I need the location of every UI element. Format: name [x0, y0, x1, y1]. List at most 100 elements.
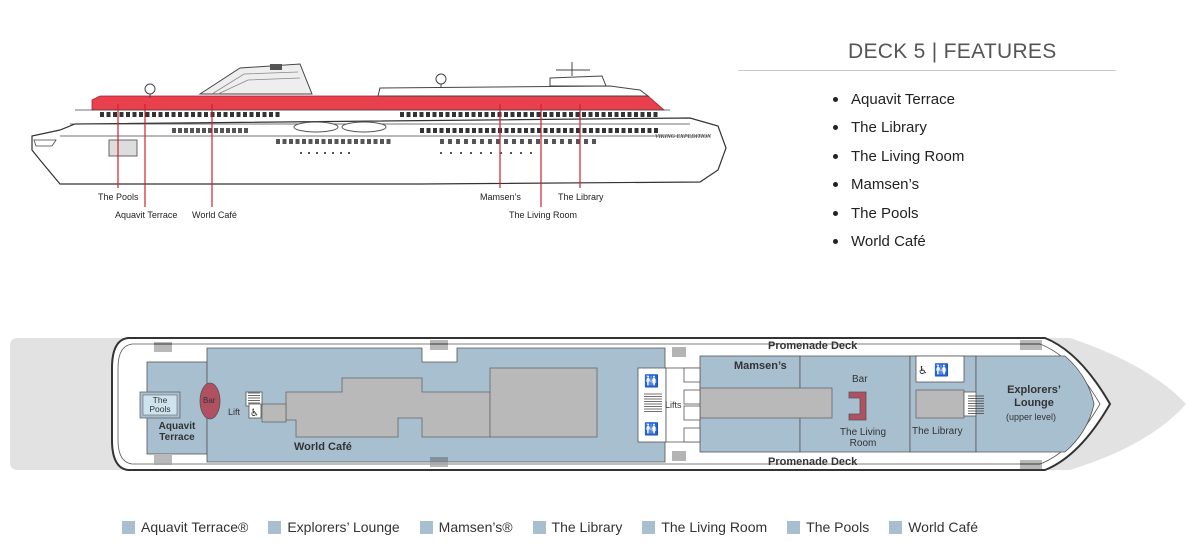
title-divider [738, 70, 1116, 71]
ship-window [106, 112, 111, 117]
feature-item: World Café [833, 228, 964, 256]
ship-window [608, 112, 612, 117]
label-explorers-note: (upper level) [1006, 412, 1057, 422]
ship-window [491, 112, 495, 117]
ship-window [184, 128, 188, 133]
callout-aquavit: Aquavit Terrace [115, 210, 178, 220]
ship-window [647, 112, 651, 117]
legend-swatch [787, 520, 801, 534]
ship-window [543, 128, 548, 133]
ship-window [589, 128, 593, 133]
ship-window [315, 139, 319, 144]
ship-window [528, 139, 532, 144]
ship-window [373, 139, 378, 144]
ship-window [244, 128, 248, 133]
ship-window [332, 152, 334, 154]
legend-label: Aquavit Terrace® [141, 519, 249, 535]
ship-funnel [198, 63, 313, 95]
ship-window [621, 128, 626, 133]
legend: Aquavit Terrace® Explorers’ Lounge Mamse… [122, 519, 978, 535]
ship-window [563, 128, 567, 133]
ship-window [640, 112, 645, 117]
ship-window [544, 139, 548, 144]
ship-window [575, 112, 580, 117]
ship-window [440, 139, 444, 144]
ship-window [478, 128, 483, 133]
radar-right [435, 73, 447, 85]
ship-window [627, 112, 632, 117]
ship-window [592, 139, 596, 144]
ship-window [119, 112, 124, 117]
ship-window [628, 128, 632, 133]
ship-window [576, 128, 580, 133]
ship-window [601, 112, 606, 117]
legend-item: Aquavit Terrace® [122, 519, 248, 535]
label-promenade-top: Promenade Deck [768, 340, 858, 352]
ship-window [419, 112, 424, 117]
legend-item: World Café [889, 519, 978, 535]
legend-item: The Pools [787, 519, 869, 535]
legend-label: The Library [551, 519, 623, 535]
ship-window [621, 112, 625, 117]
ship-windows [100, 112, 658, 154]
ship-window [647, 128, 652, 133]
ship-window [202, 128, 206, 133]
ship-window [452, 112, 456, 117]
ship-window [152, 112, 156, 117]
ship-window [470, 152, 472, 154]
ship-window [490, 152, 492, 154]
ship-window [464, 139, 468, 144]
ship-window [614, 112, 619, 117]
ship-window [465, 112, 469, 117]
page-title: DECK 5 | FEATURES [848, 40, 1057, 63]
ship-window [232, 128, 236, 133]
legend-item: The Library [532, 519, 623, 535]
ship-window [208, 128, 212, 133]
label-bar-circle: Bar [203, 396, 216, 405]
ship-window [324, 152, 326, 154]
ship-window [439, 128, 444, 133]
ship-window [132, 112, 137, 117]
legend-item: The Living Room [642, 519, 767, 535]
legend-label: The Living Room [661, 519, 768, 535]
ship-window [348, 152, 350, 154]
ship-window [433, 128, 437, 133]
ship-window [517, 128, 522, 133]
callout-livingroom: The Living Room [509, 210, 578, 220]
feature-item: Aquavit Terrace [833, 86, 964, 114]
ship-window [275, 112, 280, 117]
legend-swatch [419, 520, 433, 534]
ship-window [595, 128, 600, 133]
ship-window [289, 139, 293, 144]
ship-window [484, 112, 489, 117]
ship-window [220, 128, 224, 133]
ship-window [236, 112, 241, 117]
ship-window [456, 139, 460, 144]
ship-window [243, 112, 247, 117]
ship-window [171, 112, 176, 117]
ship-window [504, 128, 509, 133]
ship-window [190, 128, 194, 133]
ship-window [537, 128, 541, 133]
ship-window [595, 112, 599, 117]
ship-window [420, 128, 424, 133]
ship-window [488, 139, 492, 144]
ship-window [530, 128, 535, 133]
ship-window [302, 139, 306, 144]
ship-window [406, 112, 411, 117]
legend-item: Mamsen’s® [419, 519, 513, 535]
ship-window [523, 112, 528, 117]
legend-swatch [642, 520, 656, 534]
ship-window [536, 112, 541, 117]
ship-window [308, 139, 313, 144]
ship-window [204, 112, 208, 117]
ship-window [504, 139, 508, 144]
feature-item: Mamsen’s [833, 171, 964, 199]
ship-window [550, 128, 554, 133]
ship-window [562, 112, 567, 117]
ship-window [360, 139, 365, 144]
ship-window [446, 128, 450, 133]
ship-window [226, 128, 230, 133]
ship-window [308, 152, 310, 154]
ship-window [178, 128, 182, 133]
